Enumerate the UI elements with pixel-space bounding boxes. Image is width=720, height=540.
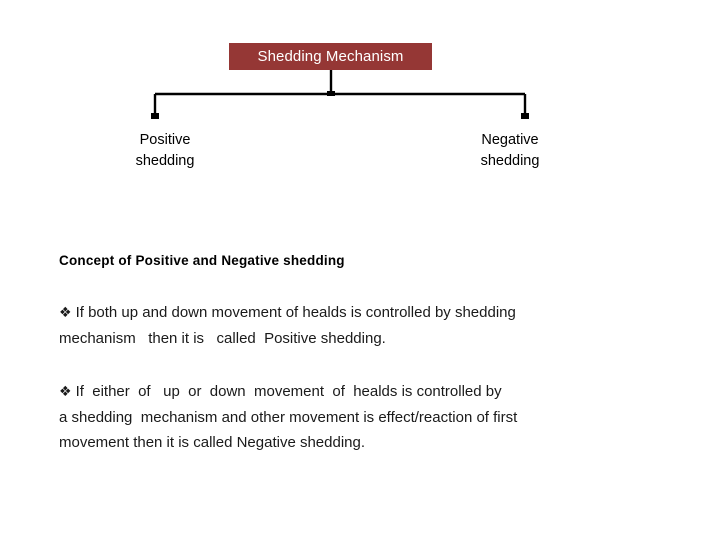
branch-label-negative-line2: shedding bbox=[480, 153, 540, 169]
bullet-line: movement then it is called Negative shed… bbox=[59, 430, 679, 455]
branch-label-positive: Positive shedding bbox=[95, 130, 235, 172]
bullet-text: If both up and down movement of healds i… bbox=[75, 304, 516, 321]
diagram-connector-lines bbox=[151, 70, 529, 119]
bullet-paragraph-negative: ❖If either of up or down movement of hea… bbox=[59, 379, 679, 455]
diagram-title-label: Shedding Mechanism bbox=[257, 48, 404, 65]
bullet-line: mechanism then it is called Positive she… bbox=[59, 326, 679, 351]
bullet-text: a shedding mechanism and other movement … bbox=[59, 409, 518, 426]
bullet-paragraph-positive: ❖If both up and down movement of healds … bbox=[59, 300, 679, 351]
bullet-line: ❖If both up and down movement of healds … bbox=[59, 300, 679, 326]
bullet-text: mechanism then it is called Positive she… bbox=[59, 330, 386, 347]
body-text-block: Concept of Positive and Negative sheddin… bbox=[59, 252, 679, 455]
branch-label-negative: Negative shedding bbox=[440, 130, 580, 172]
bullet-text: movement then it is called Negative shed… bbox=[59, 434, 366, 451]
bullet-line: ❖If either of up or down movement of hea… bbox=[59, 379, 679, 405]
connector-left-arrowhead bbox=[151, 113, 159, 119]
branch-label-negative-line1: Negative bbox=[481, 132, 539, 148]
concept-heading: Concept of Positive and Negative sheddin… bbox=[59, 253, 345, 268]
branch-label-positive-line2: shedding bbox=[135, 153, 195, 169]
branch-label-positive-line1: Positive bbox=[139, 132, 191, 148]
diagram-title-box: Shedding Mechanism bbox=[229, 43, 432, 70]
connector-right-arrowhead bbox=[521, 113, 529, 119]
shedding-mechanism-diagram: Shedding Mechanism Positive shedding Neg… bbox=[0, 0, 720, 210]
bullet-line: a shedding mechanism and other movement … bbox=[59, 405, 679, 430]
floret-bullet-icon: ❖ bbox=[59, 384, 72, 400]
floret-bullet-icon: ❖ bbox=[59, 305, 72, 321]
bullet-text: If either of up or down movement of heal… bbox=[75, 383, 502, 400]
